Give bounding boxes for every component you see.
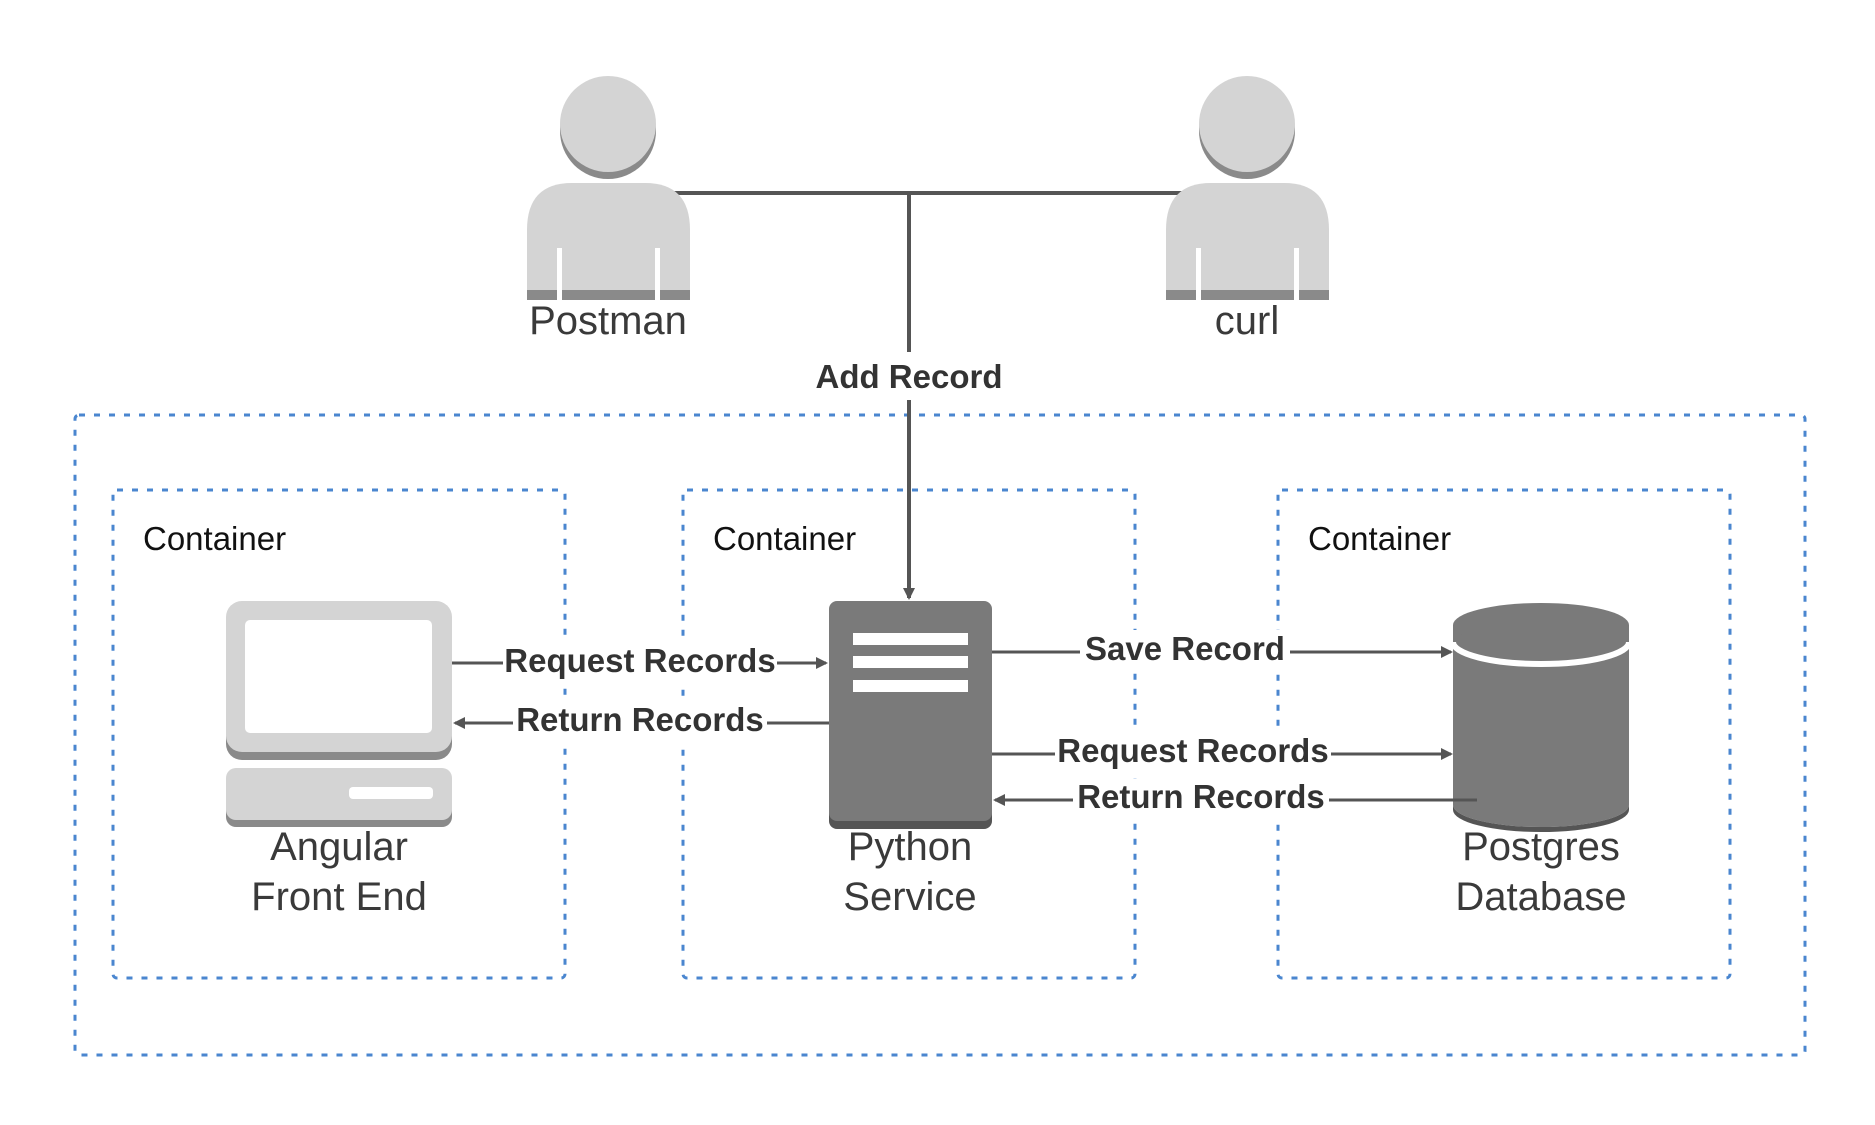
container-label: Container bbox=[1308, 520, 1451, 557]
person-icon bbox=[527, 76, 690, 300]
outer-boundary bbox=[73, 413, 1807, 1057]
server-icon bbox=[829, 601, 992, 829]
node-label-service-line2: Service bbox=[843, 875, 976, 919]
edge-label-bg bbox=[1073, 779, 1329, 819]
node-label-service-line1: Python bbox=[848, 825, 973, 869]
node-label-frontend-line1: Angular bbox=[270, 825, 408, 869]
node-label-database-line1: Postgres bbox=[1462, 825, 1620, 869]
edge-label-return-records-db: Return Records bbox=[1077, 778, 1325, 815]
actor-label-postman: Postman bbox=[529, 299, 687, 343]
edge-label-request-records-db: Request Records bbox=[1057, 732, 1328, 769]
edge-label-save-record: Save Record bbox=[1085, 630, 1285, 667]
node-label-database-line2: Database bbox=[1455, 875, 1626, 919]
database-icon bbox=[1450, 603, 1632, 832]
container-label: Container bbox=[143, 520, 286, 557]
actor-label-curl: curl bbox=[1215, 299, 1279, 343]
node-label-frontend-line2: Front End bbox=[251, 875, 427, 919]
desktop-computer-icon bbox=[226, 601, 452, 827]
edge-label-add-record: Add Record bbox=[815, 358, 1002, 395]
container-database bbox=[1276, 488, 1732, 980]
edge-label-bg bbox=[503, 642, 777, 682]
container-label: Container bbox=[713, 520, 856, 557]
edge-label-bg bbox=[513, 702, 767, 742]
person-icon bbox=[1166, 76, 1329, 300]
edge-label-request-records-frontend: Request Records bbox=[504, 642, 775, 679]
add-record-label-bg bbox=[805, 352, 1010, 400]
edge-label-bg bbox=[1080, 630, 1290, 670]
edge-label-return-records-frontend: Return Records bbox=[516, 701, 764, 738]
edge-label-bg bbox=[1055, 732, 1331, 772]
